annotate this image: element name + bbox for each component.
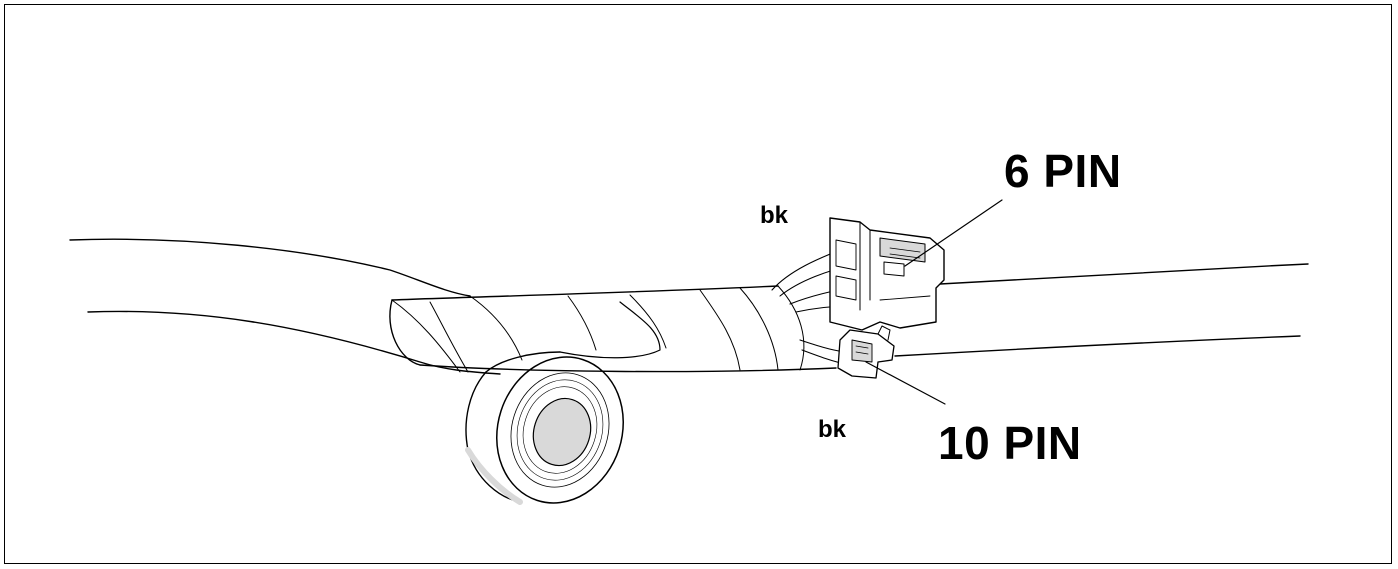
connector-10pin — [837, 325, 895, 379]
leader-10pin — [865, 361, 946, 405]
tape-roll — [465, 351, 624, 505]
diagram-frame — [4, 4, 1392, 564]
label-10-pin: 10 PIN — [938, 417, 1082, 469]
label-wire-color-top: bk — [760, 202, 789, 229]
label-6-pin: 6 PIN — [1004, 145, 1122, 197]
label-wire-color-bottom: bk — [818, 416, 847, 443]
leader-6pin — [904, 199, 1003, 267]
harness-left — [69, 238, 501, 375]
connector-6pin — [829, 217, 945, 331]
harness-right — [894, 263, 1309, 357]
taped-section — [389, 285, 837, 373]
leader-lines — [865, 199, 1003, 405]
